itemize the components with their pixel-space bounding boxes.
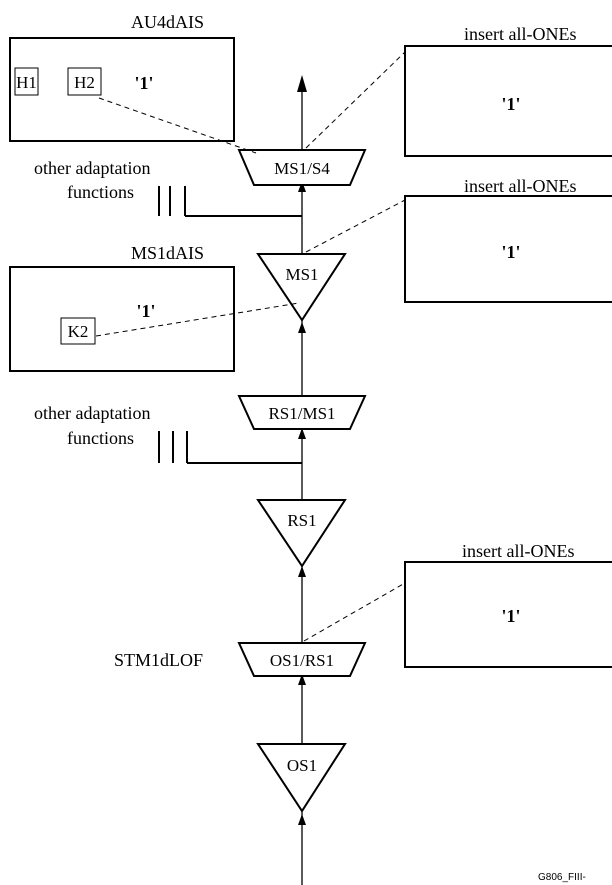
rs1-ms1-label: RS1/MS1 [268, 404, 335, 423]
dashed-link [305, 199, 406, 253]
insert-all-ones-value-mid: '1' [501, 242, 520, 262]
insert-all-ones-value-bottom: '1' [501, 606, 520, 626]
stm1dlof-label: STM1dLOF [114, 650, 203, 670]
output-arrow-head [297, 75, 307, 92]
other-adaptation-label-bottom-1: other adaptation [34, 403, 150, 423]
ms1-s4-adaptation [237, 149, 367, 186]
os1-termination [256, 743, 347, 813]
arrow-head [298, 181, 306, 192]
arrow-head [298, 814, 306, 825]
other-adaptation-label-top-1: other adaptation [34, 158, 150, 178]
ms1dais-all-ones: '1' [136, 301, 155, 321]
h1-byte-box [14, 67, 39, 96]
ms1-termination [256, 253, 347, 322]
rs1-ms1-adaptation [237, 395, 367, 430]
arrow-head [298, 322, 306, 333]
insert-all-ones-value-top: '1' [501, 94, 520, 114]
h2-byte-box [67, 67, 102, 96]
insert-all-ones-box-mid [404, 195, 612, 303]
k2-byte-box [60, 317, 96, 345]
au4dais-all-ones: '1' [134, 73, 153, 93]
os1-label: OS1 [287, 756, 317, 775]
arrow-head [298, 566, 306, 577]
other-adaptation-label-bottom-2: functions [67, 428, 134, 448]
figure-code: G806_FIII- [538, 872, 586, 883]
os1-rs1-adaptation [237, 642, 367, 677]
os1-rs1-label: OS1/RS1 [270, 651, 334, 670]
au4dais-label: AU4dAIS [131, 12, 204, 32]
dashed-link [95, 302, 300, 337]
dashed-link [98, 97, 257, 154]
ms1-s4-label: MS1/S4 [274, 159, 330, 178]
dashed-link [303, 582, 406, 642]
insert-all-ones-box-bottom [404, 561, 612, 668]
insert-all-ones-label-mid: insert all-ONEs [464, 176, 576, 196]
rs1-label: RS1 [287, 511, 316, 530]
insert-all-ones-label-bottom: insert all-ONEs [462, 541, 574, 561]
insert-all-ones-label-top: insert all-ONEs [464, 24, 576, 44]
dashed-link [305, 51, 406, 149]
h1-byte-label: H1 [16, 73, 37, 92]
au4dais-box [9, 37, 235, 142]
arrow-head [298, 428, 306, 439]
other-adaptation-label-top-2: functions [67, 182, 134, 202]
k2-byte-label: K2 [68, 322, 89, 341]
arrow-head [298, 674, 306, 685]
ms1-label: MS1 [285, 265, 318, 284]
ms1dais-box [9, 266, 235, 372]
rs1-termination [256, 499, 347, 568]
insert-all-ones-box-top [404, 45, 612, 157]
h2-byte-label: H2 [74, 73, 95, 92]
ms1dais-label: MS1dAIS [131, 243, 204, 263]
